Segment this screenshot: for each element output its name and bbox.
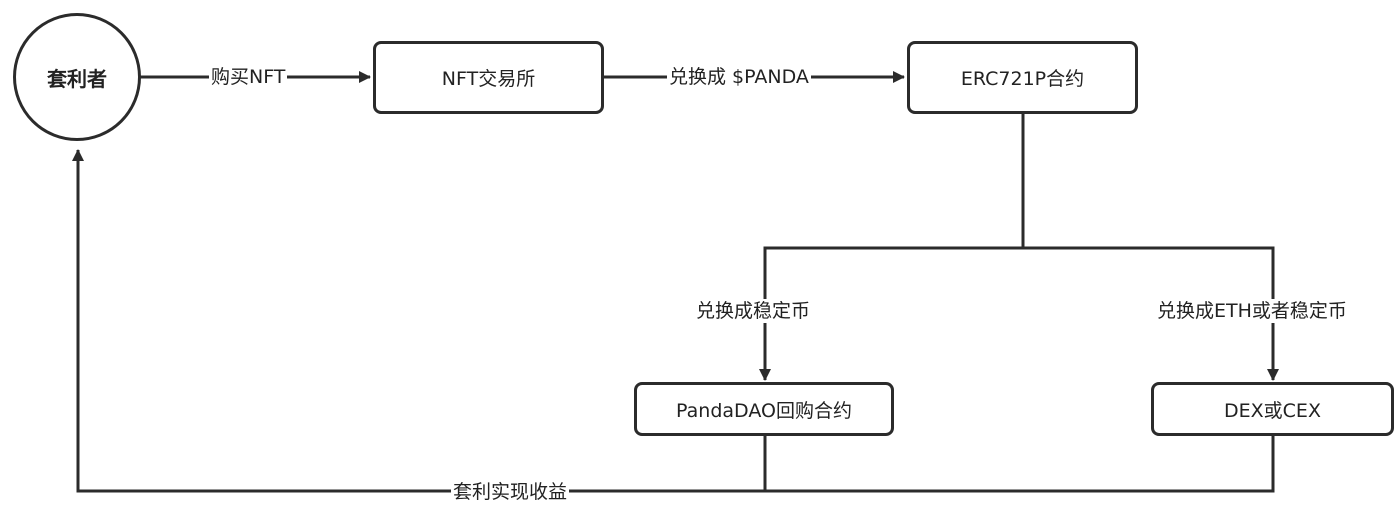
edge-label-buy-nft: 购买NFT	[209, 65, 288, 89]
node-nft-exchange: NFT交易所	[373, 41, 604, 114]
edge-erc721p-split	[759, 114, 1025, 381]
edge-erc721p-dex	[1023, 246, 1279, 381]
edge-label-swap-panda: 兑换成 $PANDA	[667, 65, 811, 89]
edge-buyback-return	[72, 149, 767, 493]
node-dex-cex-label: DEX或CEX	[1224, 399, 1321, 422]
node-arbitrager: 套利者	[13, 13, 141, 141]
node-dex-cex: DEX或CEX	[1151, 382, 1394, 436]
edge-label-swap-eth-stable: 兑换成ETH或者稳定币	[1155, 299, 1349, 323]
edge-dex-return	[765, 436, 1275, 493]
node-buyback-contract-label: PandaDAO回购合约	[676, 399, 852, 422]
node-nft-exchange-label: NFT交易所	[441, 68, 536, 90]
node-erc721p-label: ERC721P合约	[960, 68, 1085, 90]
node-buyback-contract: PandaDAO回购合约	[634, 382, 894, 436]
node-arbitrager-label: 套利者	[47, 66, 107, 91]
edge-label-swap-stable: 兑换成稳定币	[694, 299, 813, 323]
edge-label-profit: 套利实现收益	[451, 480, 570, 504]
node-erc721p: ERC721P合约	[907, 41, 1138, 114]
